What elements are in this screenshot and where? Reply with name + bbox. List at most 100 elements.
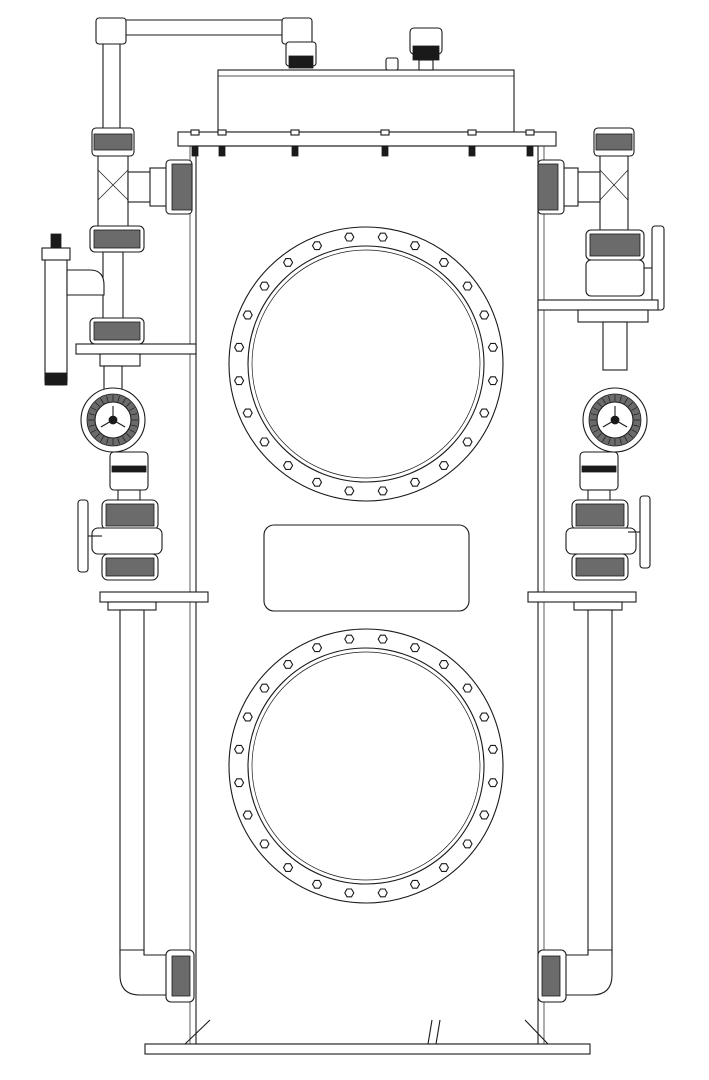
port-bolt <box>409 241 421 251</box>
gauge-spoke <box>602 419 616 428</box>
flange-bolt-nut <box>291 145 299 157</box>
flange-bolt-nut <box>381 145 389 157</box>
gauge-tick <box>633 424 640 427</box>
top-cover <box>217 27 515 133</box>
port-bolt <box>233 342 245 352</box>
gauge-tick <box>91 407 97 411</box>
left-piping <box>41 127 209 1003</box>
port-bolt <box>242 712 253 722</box>
gauge-tick <box>126 433 131 438</box>
gauge-tick <box>619 438 622 445</box>
gauge-tick <box>129 407 135 411</box>
gauge-tick <box>126 402 131 407</box>
gauge-tick <box>117 438 120 445</box>
gauge-tick <box>590 424 597 427</box>
gauge-tick <box>122 398 126 404</box>
gauge-tick <box>95 402 100 407</box>
gauge-spoke <box>100 419 114 428</box>
gauge-tick <box>631 429 637 433</box>
gauge-spoke <box>614 419 628 428</box>
flange-bolt-head <box>467 129 477 136</box>
port-bolt <box>377 232 388 242</box>
port-bolt <box>462 281 473 291</box>
gauge-tick <box>631 407 637 411</box>
port-bolt <box>479 712 490 722</box>
port-bolt <box>462 437 473 447</box>
port-bolt <box>377 634 388 644</box>
port-bolt <box>479 310 490 320</box>
port-bolt <box>438 461 450 470</box>
flange-bolt-head <box>217 129 227 136</box>
port-bolt <box>282 258 294 267</box>
gauge-tick <box>117 395 120 402</box>
gauge-tick <box>91 429 97 433</box>
top-flange <box>177 129 557 157</box>
gauge-spoke <box>112 419 126 428</box>
port-bolt <box>233 376 245 386</box>
port-bolt <box>311 477 323 487</box>
gauge-tick <box>624 398 628 404</box>
port-bolt <box>311 879 323 889</box>
port-bolt <box>259 839 270 849</box>
port-bolt <box>282 863 294 872</box>
port-bolt <box>242 408 253 418</box>
gauge-tick <box>633 413 640 416</box>
port-bolt <box>377 888 388 898</box>
nameplate <box>263 524 470 612</box>
gauge-tick <box>619 395 622 402</box>
port-bolt <box>487 744 499 754</box>
port-bolt <box>409 879 421 889</box>
flange-bolt-nut <box>526 145 534 157</box>
gauge-tick <box>131 424 138 427</box>
right-piping <box>527 127 665 1003</box>
inspection-port-upper <box>228 226 504 502</box>
gauge-tick <box>131 413 138 416</box>
port-bolt <box>344 888 355 898</box>
port-bolt <box>282 461 294 470</box>
port-bolt <box>479 408 490 418</box>
gauge-tick <box>106 395 109 402</box>
gauge-tick <box>129 429 135 433</box>
port-bolt <box>462 839 473 849</box>
port-bolt <box>344 486 355 496</box>
gauge-tick <box>590 413 597 416</box>
gauge-tick <box>628 433 633 438</box>
flange-bolt-nut <box>468 145 476 157</box>
gauge-tick <box>602 398 606 404</box>
port-bolt <box>487 376 499 386</box>
port-bolt <box>344 634 355 644</box>
gauge-tick <box>122 436 126 442</box>
port-bolt <box>242 310 253 320</box>
gauge-tick <box>106 438 109 445</box>
port-bolt <box>479 810 490 820</box>
gauge-tick <box>597 433 602 438</box>
port-bolt <box>311 643 323 653</box>
gauge-tick <box>95 433 100 438</box>
flange-bolt-head <box>190 129 200 136</box>
inspection-port-lower <box>228 628 504 904</box>
gauge-tick <box>100 436 104 442</box>
gauge-tick <box>624 436 628 442</box>
base-frame <box>144 1019 591 1055</box>
port-bolt <box>438 258 450 267</box>
gauge-tick <box>88 413 95 416</box>
port-bolt <box>233 778 245 788</box>
port-bolt <box>233 744 245 754</box>
gauge-tick <box>88 424 95 427</box>
port-bolt <box>438 660 450 669</box>
port-bolt <box>409 477 421 487</box>
gauge-tick <box>628 402 633 407</box>
port-bolt <box>377 486 388 496</box>
port-bolt <box>487 342 499 352</box>
gauge-tick <box>593 429 599 433</box>
gauge-tick <box>593 407 599 411</box>
port-bolt <box>409 643 421 653</box>
port-bolt <box>259 683 270 693</box>
gauge-tick <box>597 402 602 407</box>
port-bolt <box>259 281 270 291</box>
port-bolt <box>242 810 253 820</box>
gauge-tick <box>608 395 611 402</box>
flange-bolt-nut <box>191 145 199 157</box>
port-bolt <box>282 660 294 669</box>
